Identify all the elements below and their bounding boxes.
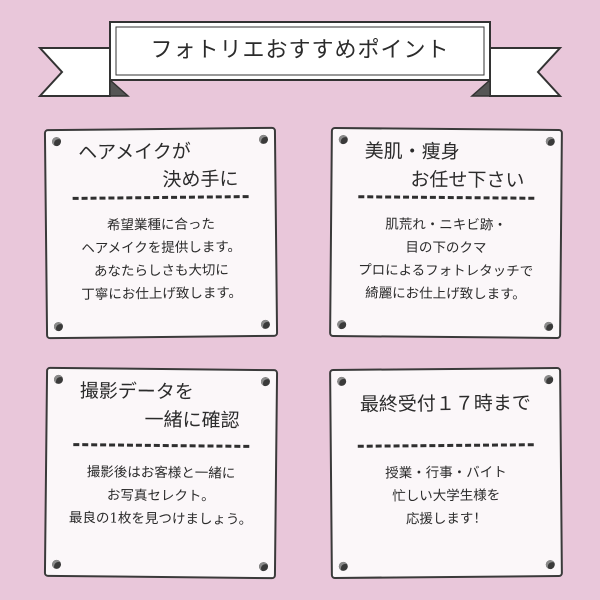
- card-body-line: 希望業種に合った: [106, 216, 215, 234]
- card-body-line: 応援します！: [405, 510, 487, 528]
- card-body-line: 授業・行事・バイト: [385, 464, 507, 482]
- ribbon-banner: フォトリエおすすめポイント: [0, 0, 600, 110]
- rivet-icon: [544, 375, 554, 385]
- dashed-divider: [357, 443, 534, 448]
- rivet-icon: [545, 136, 555, 146]
- dashed-divider: [73, 443, 250, 448]
- card-heading-line: お任せ下さい: [410, 168, 525, 192]
- card-heading-line: 美肌・痩身: [364, 140, 460, 164]
- dashed-divider: [358, 195, 535, 200]
- rivet-icon: [544, 321, 554, 331]
- rivet-icon: [338, 561, 348, 571]
- card-body-line: 撮影後はお客様と一緒に: [86, 464, 236, 482]
- rivet-icon: [258, 562, 269, 572]
- rivet-icon: [337, 376, 347, 386]
- card-body-line: 綺麗にお仕上げ致します。: [365, 285, 526, 303]
- card-body: 希望業種に合った ヘアメイクを提供します。 あなたらしさも大切に 丁寧にお仕上げ…: [55, 213, 268, 307]
- rivet-icon: [53, 322, 64, 332]
- card-body-line: 最良の1枚を見つけましょう。: [68, 510, 253, 528]
- card-heading: 最終受付１７時まで: [345, 389, 545, 419]
- card-heading-line: 撮影データを: [79, 380, 194, 404]
- feature-card-reception-hours: 最終受付１７時まで 授業・行事・バイト 忙しい大学生様を 応援します！: [329, 366, 563, 580]
- rivet-icon: [260, 319, 271, 329]
- card-heading-line: ヘアメイクが: [78, 140, 191, 164]
- card-body-line: 丁寧にお仕上げ致します。: [81, 285, 243, 303]
- card-body-line: 忙しい大学生様を: [392, 487, 501, 505]
- feature-card-hair-makeup: ヘアメイクが 決め手に 希望業種に合った ヘアメイクを提供します。 あなたらしさ…: [43, 126, 279, 340]
- card-body: 撮影後はお客様と一緒に お写真セレクト。 最良の1枚を見つけましょう。: [54, 461, 267, 532]
- card-heading: ヘアメイクが 決め手に: [60, 137, 261, 195]
- card-heading-line: 最終受付１７時まで: [359, 392, 531, 416]
- card-body-line: プロによるフォトレタッチで: [358, 262, 534, 280]
- ribbon-graphic: [37, 21, 563, 97]
- card-body: 授業・行事・バイト 忙しい大学生様を 応援します！: [340, 461, 553, 532]
- feature-card-retouch: 美肌・痩身 お任せ下さい 肌荒れ・ニキビ跡・ 目の下のクマ プロによるフォトレタ…: [329, 126, 563, 340]
- feature-card-data-check: 撮影データを 一緒に確認 撮影後はお客様と一緒に お写真セレクト。 最良の1枚を…: [43, 366, 279, 580]
- card-heading-line: 一緒に確認: [144, 408, 240, 432]
- card-heading-line: 決め手に: [162, 168, 239, 191]
- card-body-line: お写真セレクト。: [106, 487, 215, 505]
- card-heading: 撮影データを 一緒に確認: [61, 377, 262, 435]
- card-body-line: あなたらしさも大切に: [93, 262, 229, 280]
- rivet-icon: [545, 560, 555, 570]
- banner-title: フォトリエおすすめポイント: [150, 38, 450, 63]
- card-body-line: 肌荒れ・ニキビ跡・: [385, 216, 507, 234]
- rivet-icon: [337, 320, 347, 330]
- rivet-icon: [51, 559, 62, 569]
- card-body: 肌荒れ・ニキビ跡・ 目の下のクマ プロによるフォトレタッチで 綺麗にお仕上げ致し…: [339, 213, 552, 307]
- rivet-icon: [260, 377, 271, 387]
- card-body-line: 目の下のクマ: [405, 239, 487, 257]
- card-body-line: ヘアメイクを提供します。: [81, 239, 242, 257]
- card-heading: 美肌・痩身 お任せ下さい: [346, 137, 546, 195]
- dashed-divider: [72, 195, 249, 200]
- rivet-icon: [258, 134, 269, 144]
